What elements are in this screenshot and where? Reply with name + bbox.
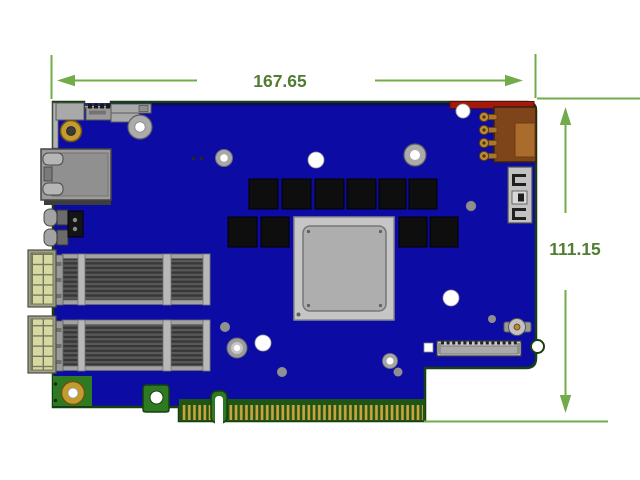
cage-band (162, 319, 172, 372)
white-smt-pad (423, 342, 434, 353)
width-dimension-label: 167.65 (253, 71, 307, 91)
inductor (281, 178, 312, 210)
pcie-edge-region (53, 376, 425, 428)
notch-connector-pins (88, 103, 110, 109)
mounting-tab-hole (149, 390, 164, 405)
gold-fingers (181, 405, 423, 420)
inductor (227, 216, 258, 248)
power-connector-inner (514, 122, 536, 158)
rj45-shadow (44, 198, 111, 205)
inductor (248, 178, 279, 210)
pcie-key-notch (215, 396, 223, 428)
top-left-bracket (52, 102, 152, 149)
inductor (408, 178, 438, 210)
fiducial-dot (53, 398, 58, 403)
height-dimension-label: 111.15 (549, 239, 601, 259)
arrowhead-left (57, 74, 75, 87)
power-connector-pins (478, 111, 498, 162)
cage-bezel-grid (30, 318, 54, 371)
side-buttons (43, 208, 69, 247)
power-connector-brown (478, 106, 537, 163)
inductor (378, 178, 407, 210)
qsfp-cage-2 (27, 315, 211, 374)
inductor (260, 216, 290, 248)
metal-retention-clip (503, 318, 532, 336)
board-to-board-connector (436, 340, 522, 357)
cage-band (162, 253, 172, 306)
finger-shoulder (179, 399, 425, 405)
edge-connector-right (507, 166, 533, 224)
red-component-strip (449, 101, 535, 109)
notch-connector-slot (89, 110, 106, 115)
cage-band (202, 319, 211, 372)
cage-band (77, 253, 86, 306)
bracket-plate (55, 102, 85, 121)
edge-notch (530, 339, 545, 354)
edge-connector-contacts (511, 174, 528, 220)
inductor (429, 216, 459, 248)
two-pin-header (67, 210, 84, 238)
cage-band (77, 319, 86, 372)
fiducial-dot (53, 382, 58, 386)
inductor (346, 178, 377, 210)
arrowhead-down (559, 395, 572, 413)
dimension-annotations (50, 54, 640, 423)
cage-fins (62, 258, 210, 302)
asic-corner-marks (296, 229, 383, 317)
board-top-edge-shadow (54, 103, 534, 106)
inductor (314, 178, 345, 210)
arrowhead-right (505, 74, 523, 87)
cage-bezel-grid (30, 252, 54, 305)
standoff-tl-hole (134, 121, 146, 133)
asic-die (302, 225, 387, 312)
mounting-hole-tl-center (66, 126, 76, 136)
inductor-bank (227, 178, 459, 248)
mounting-hole-center (67, 387, 79, 399)
rj45-connector (40, 148, 112, 205)
arrowhead-up (559, 107, 572, 125)
rj45-port-slot (43, 166, 53, 182)
inductor (398, 216, 428, 248)
bracket-pad (138, 105, 149, 112)
rj45-post-top (42, 152, 64, 166)
cage-fins (62, 324, 210, 368)
asic-chip (293, 216, 395, 321)
cage-band (202, 253, 211, 306)
rj45-post-bottom (42, 182, 64, 196)
hole-on-red-strip (455, 103, 471, 119)
qsfp-cage-1 (27, 249, 211, 308)
